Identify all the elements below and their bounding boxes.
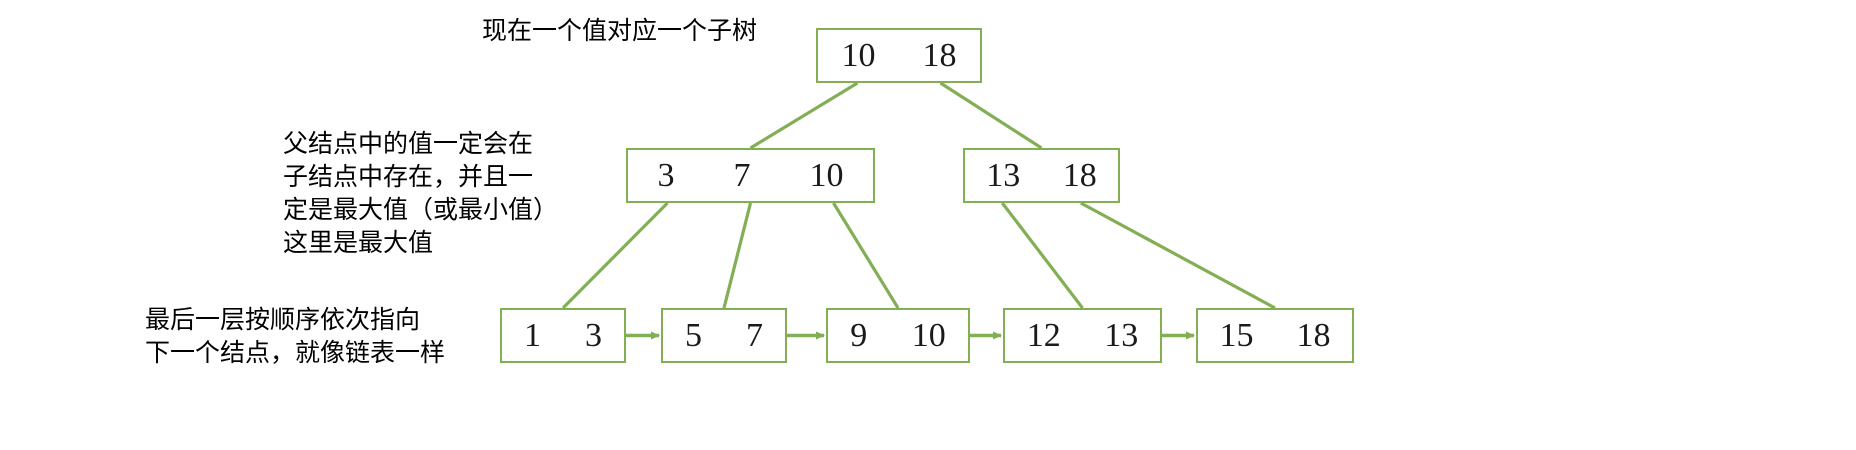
tree-node-root[interactable]: 10 18 bbox=[816, 28, 982, 83]
edge-internal-left-to-leaf-1 bbox=[561, 201, 669, 310]
node-key: 12 bbox=[1026, 316, 1061, 354]
edge-internal-right-to-leaf-5 bbox=[1080, 201, 1276, 310]
node-key: 10 bbox=[841, 36, 876, 74]
node-key: 18 bbox=[1296, 316, 1331, 354]
node-key: 7 bbox=[746, 316, 763, 354]
node-key: 15 bbox=[1219, 316, 1254, 354]
node-key: 18 bbox=[1062, 156, 1097, 194]
annotation-parent-rule-note: 父结点中的值一定会在 子结点中存在，并且一 定是最大值（或最小值） 这里是最大值 bbox=[283, 129, 559, 257]
node-key: 13 bbox=[986, 156, 1021, 194]
edge-internal-left-to-leaf-2 bbox=[722, 202, 753, 309]
tree-node-leaf-4[interactable]: 12 13 bbox=[1003, 308, 1162, 363]
tree-edges bbox=[561, 81, 1276, 310]
edge-internal-left-to-leaf-3 bbox=[832, 202, 900, 309]
node-key: 9 bbox=[850, 316, 868, 354]
node-key: 10 bbox=[911, 316, 946, 354]
annotation-leaf-link-note: 最后一层按顺序依次指向 下一个结点，就像链表一样 bbox=[145, 305, 446, 367]
node-key: 10 bbox=[809, 156, 844, 194]
node-key: 3 bbox=[657, 156, 675, 194]
edge-root-to-internal-left bbox=[749, 81, 859, 150]
edge-root-to-internal-right bbox=[939, 81, 1043, 150]
node-key: 7 bbox=[733, 156, 751, 194]
tree-node-leaf-3[interactable]: 9 10 bbox=[826, 308, 970, 363]
node-key: 18 bbox=[922, 36, 957, 74]
annotation-top-note: 现在一个值对应一个子树 bbox=[482, 16, 758, 45]
tree-node-internal-right[interactable]: 13 18 bbox=[963, 148, 1120, 203]
edge-internal-right-to-leaf-4 bbox=[1001, 202, 1084, 309]
node-key: 3 bbox=[585, 316, 602, 354]
node-key: 5 bbox=[685, 316, 702, 354]
node-key: 1 bbox=[524, 316, 541, 354]
node-key: 13 bbox=[1104, 316, 1139, 354]
tree-node-internal-left[interactable]: 3 7 10 bbox=[626, 148, 875, 203]
